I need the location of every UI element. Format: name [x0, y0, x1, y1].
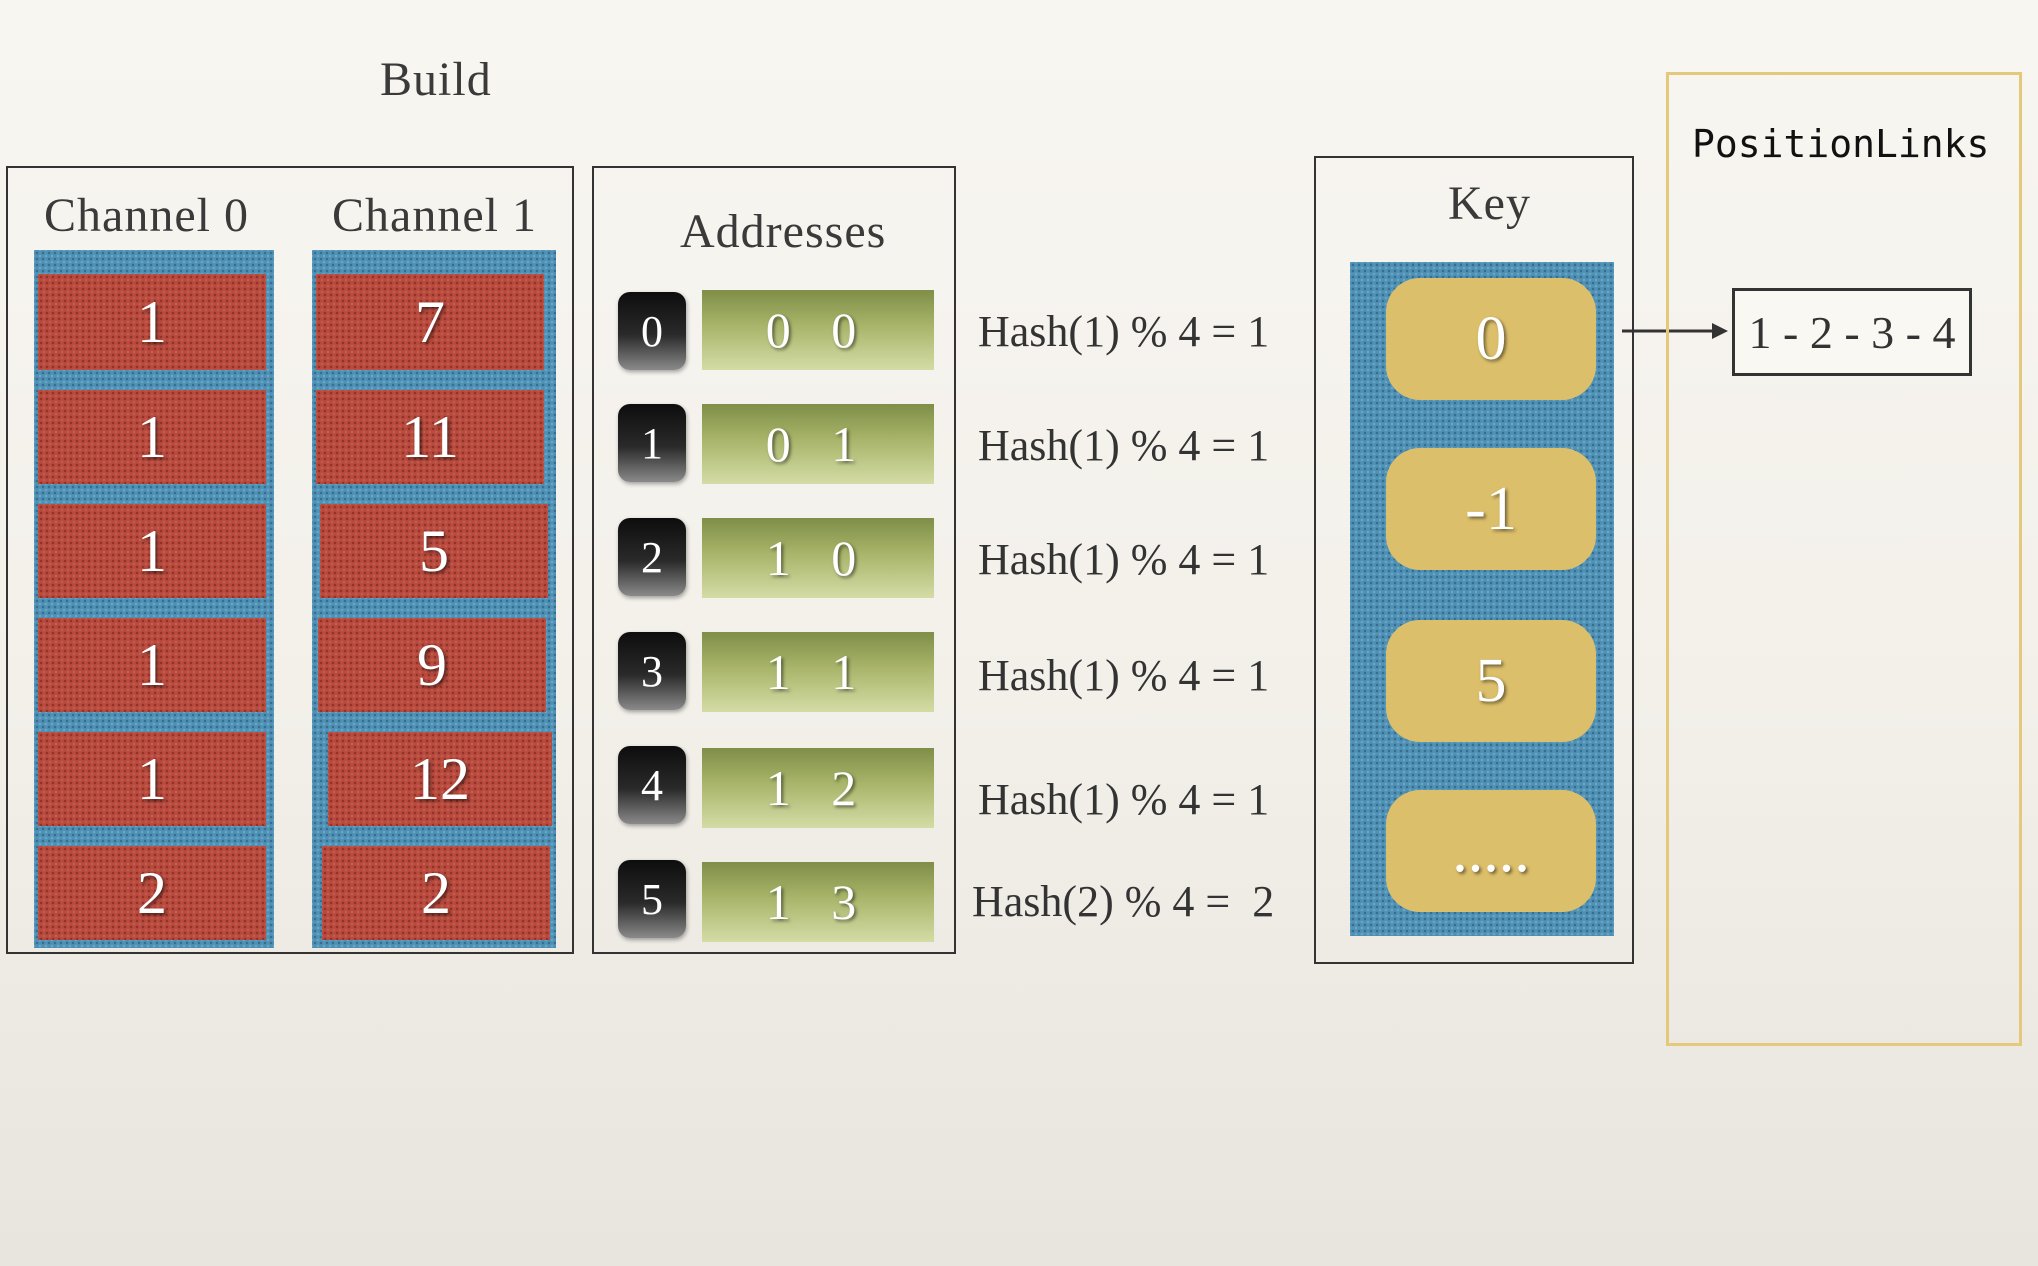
channel-0-label: Channel 0 — [44, 189, 249, 242]
address-value: 1 1 — [702, 632, 934, 712]
key-cell: 5 — [1386, 620, 1596, 742]
channel-1-cell: 7 — [316, 274, 544, 370]
position-links-chain: 1 - 2 - 3 - 4 — [1732, 288, 1972, 376]
channel-0-cell: 1 — [38, 504, 266, 598]
hash-label: Hash(1) % 4 = 1 — [978, 775, 1270, 824]
address-index: 0 — [618, 292, 686, 370]
channel-0-cell: 1 — [38, 390, 266, 484]
hash-label: Hash(1) % 4 = 1 — [978, 307, 1270, 356]
hash-label: Hash(2) % 4 = 2 — [972, 877, 1275, 926]
addresses-frame — [592, 166, 956, 954]
key-title: Key — [1448, 177, 1531, 230]
channel-0-cell: 1 — [38, 732, 266, 826]
channel-1-cell: 9 — [318, 618, 546, 712]
channel-0-cell: 1 — [38, 618, 266, 712]
key-frame — [1314, 156, 1634, 964]
address-value: 0 1 — [702, 404, 934, 484]
position-links-frame — [1666, 72, 2022, 1046]
channel-1-label: Channel 1 — [332, 189, 537, 242]
hash-label: Hash(1) % 4 = 1 — [978, 535, 1270, 584]
address-index: 4 — [618, 746, 686, 824]
address-value: 1 3 — [702, 862, 934, 942]
channel-1-cell: 11 — [316, 390, 544, 484]
channel-1-cell: 12 — [328, 732, 552, 826]
addresses-title: Addresses — [680, 205, 887, 258]
key-cell: 0 — [1386, 278, 1596, 400]
address-index: 2 — [618, 518, 686, 596]
address-value: 1 2 — [702, 748, 934, 828]
channel-1-cell: 2 — [322, 846, 550, 940]
build-title: Build — [380, 53, 492, 106]
hash-label: Hash(1) % 4 = 1 — [978, 421, 1270, 470]
address-value: 0 0 — [702, 290, 934, 370]
channel-1-cell: 5 — [320, 504, 548, 598]
address-index: 3 — [618, 632, 686, 710]
address-index: 5 — [618, 860, 686, 938]
position-links-title: PositionLinks — [1692, 122, 1990, 166]
address-index: 1 — [618, 404, 686, 482]
key-cell: ..... — [1386, 790, 1596, 912]
address-value: 1 0 — [702, 518, 934, 598]
build-table-frame — [6, 166, 574, 954]
key-cell: -1 — [1386, 448, 1596, 570]
channel-0-cell: 1 — [38, 274, 266, 370]
hash-label: Hash(1) % 4 = 1 — [978, 651, 1270, 700]
channel-0-cell: 2 — [38, 846, 266, 940]
